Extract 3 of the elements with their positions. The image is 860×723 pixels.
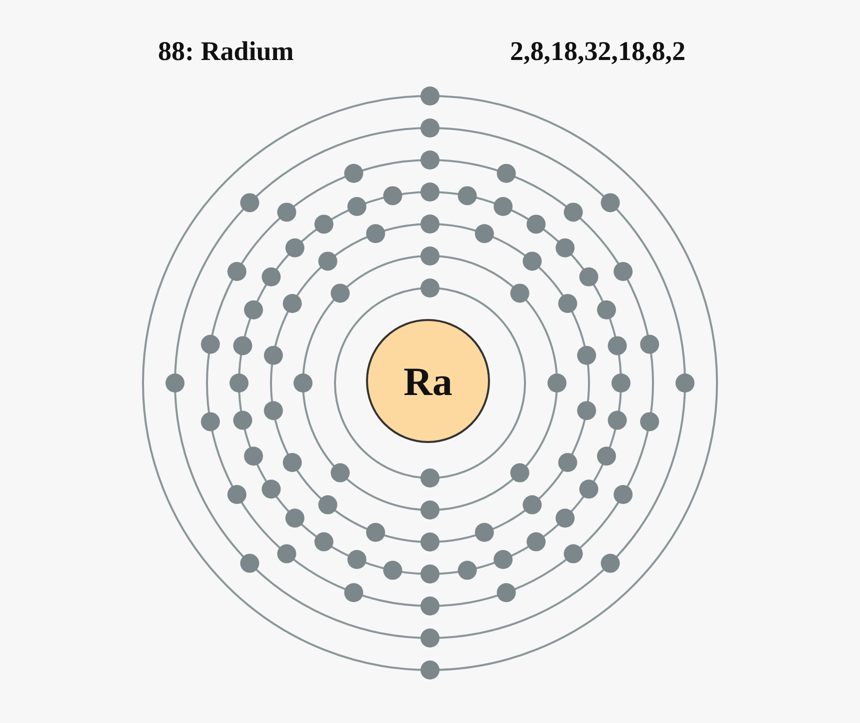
electron-configuration: 2,8,18,32,18,8,2: [510, 36, 686, 67]
title: 88: Radium: [158, 36, 294, 67]
element-symbol: Ra: [404, 358, 452, 404]
